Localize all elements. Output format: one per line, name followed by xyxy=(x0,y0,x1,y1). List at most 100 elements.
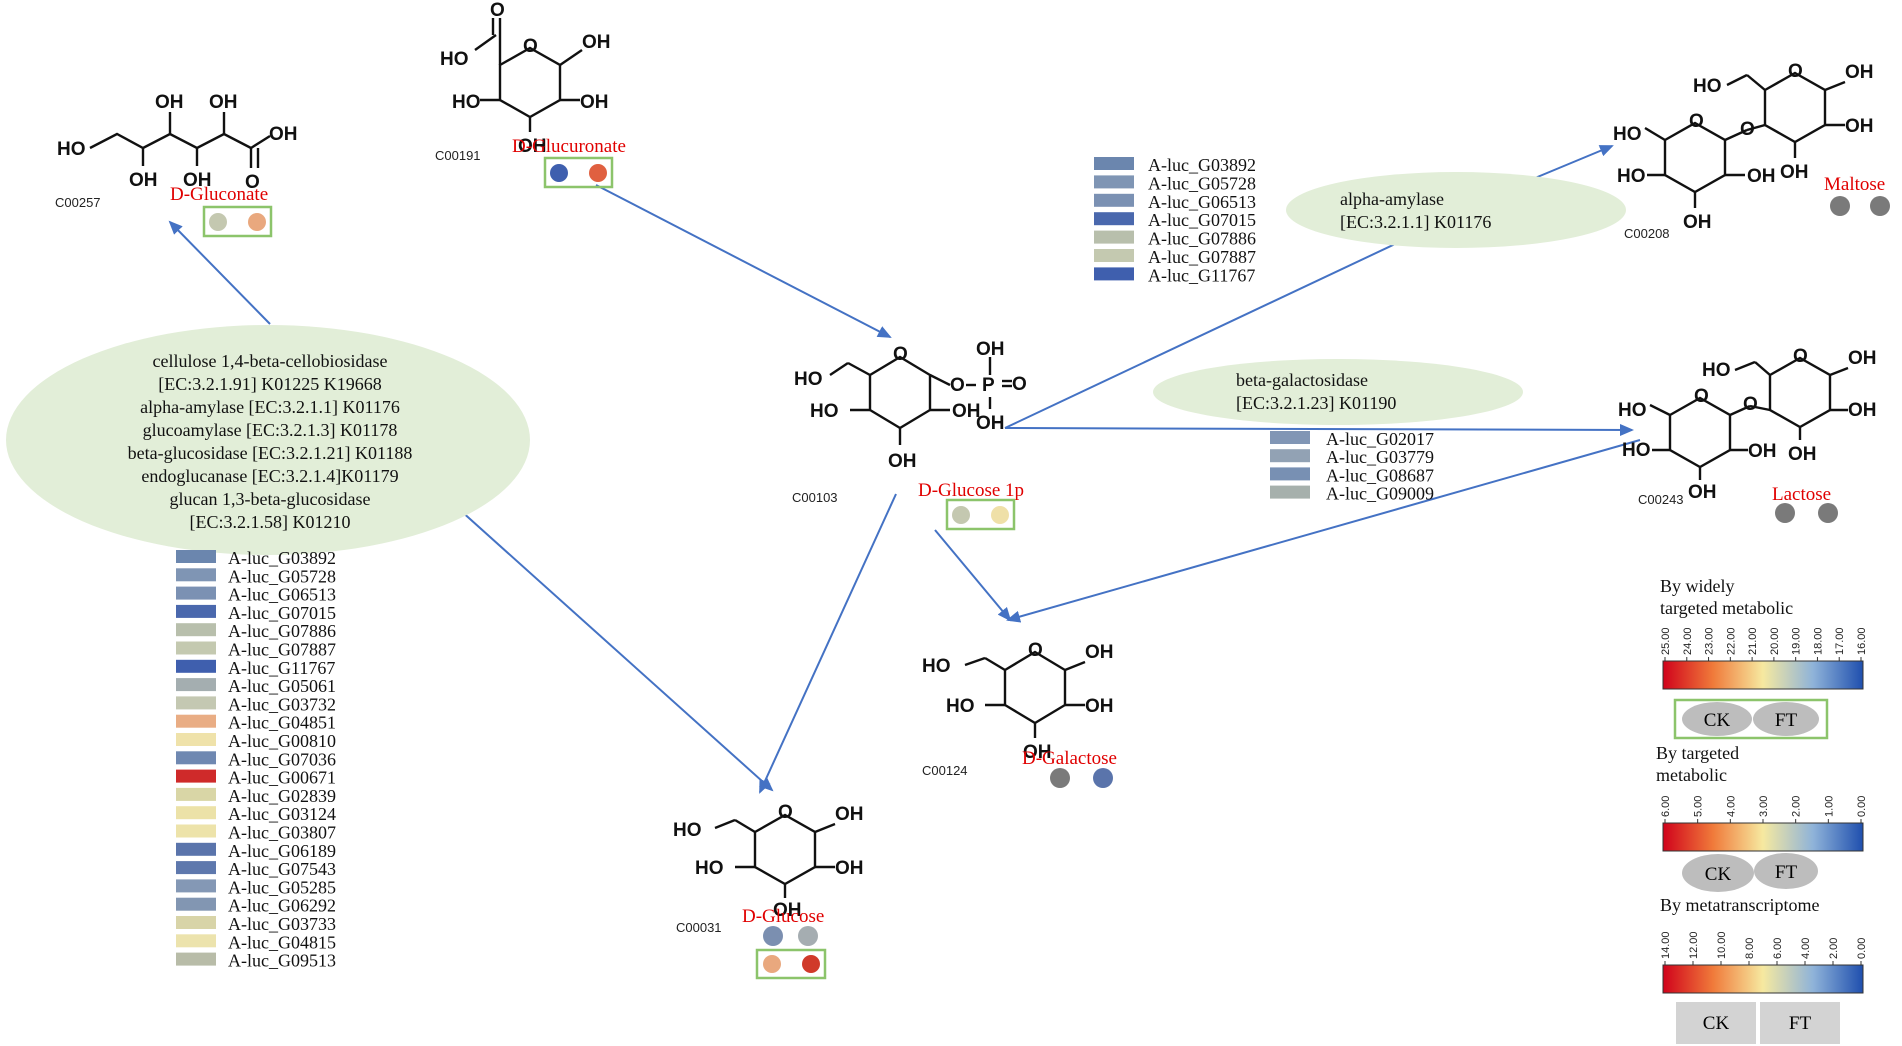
svg-text:OH: OH xyxy=(580,92,609,113)
enzyme-left-line-1: cellulose 1,4-beta-cellobiosidase xyxy=(153,351,388,371)
svg-text:OH: OH xyxy=(835,858,864,879)
gene-swatch xyxy=(1270,467,1310,481)
svg-text:OH: OH xyxy=(1848,400,1877,421)
maltose-structure: HO O O HO O OH OH OH OH OH HO xyxy=(1613,61,1874,233)
legend-tick: 10.00 xyxy=(1716,931,1728,959)
glucose-dot-bottom-ft xyxy=(802,955,820,973)
legend-meta-ck: CK xyxy=(1703,1013,1730,1034)
gene-label: A-luc_G07887 xyxy=(228,640,336,660)
gene-swatch xyxy=(176,842,216,856)
gene-label: A-luc_G05285 xyxy=(228,877,336,897)
gene-swatch xyxy=(1270,485,1310,499)
gene-list-left: A-luc_G03892A-luc_G05728A-luc_G06513A-lu… xyxy=(176,548,336,971)
gene-swatch xyxy=(176,659,216,673)
arrow-glucuronate-to-glucose1p xyxy=(595,184,892,338)
galactose-dot-ft xyxy=(1093,768,1113,788)
glucose-dot-top-ft xyxy=(798,926,818,946)
maltose-id: C00208 xyxy=(1624,226,1670,241)
svg-text:HO: HO xyxy=(673,820,702,841)
gene-label: A-luc_G08687 xyxy=(1326,465,1434,485)
gene-swatch xyxy=(1094,249,1134,262)
gene-label: A-luc_G03892 xyxy=(228,548,336,568)
arrow-glucose1p-to-lactose xyxy=(1004,423,1634,436)
gene-swatch xyxy=(176,604,216,618)
glucose-dots xyxy=(755,926,827,980)
legend-wide-title-1: By widely xyxy=(1660,576,1735,596)
enzyme-amylase-line-1: alpha-amylase xyxy=(1340,189,1444,209)
gene-label: A-luc_G07886 xyxy=(228,621,336,641)
enzyme-left-line-5: beta-glucosidase [EC:3.2.1.21] K01188 xyxy=(128,443,413,463)
glucuronate-dot-box xyxy=(543,156,614,189)
enzyme-amylase-line-2: [EC:3.2.1.1] K01176 xyxy=(1340,212,1491,232)
arrow-to-gluconate xyxy=(168,220,271,325)
gene-label: A-luc_G06292 xyxy=(228,896,336,916)
gene-swatch xyxy=(176,714,216,728)
glucose-id: C00031 xyxy=(676,920,722,935)
glucose1p-dot-ck xyxy=(952,506,970,524)
gene-swatch xyxy=(176,568,216,582)
svg-text:HO: HO xyxy=(1617,166,1646,187)
gene-label: A-luc_G02017 xyxy=(1326,429,1434,449)
svg-text:HO: HO xyxy=(922,656,951,677)
legend-tick: 3.00 xyxy=(1758,796,1770,817)
galactose-dot-ck xyxy=(1050,768,1070,788)
legend-wide-box xyxy=(1673,698,1829,740)
enzyme-left-line-8: [EC:3.2.1.58] K01210 xyxy=(190,512,351,532)
svg-text:OH: OH xyxy=(976,339,1005,360)
gene-label: A-luc_G05728 xyxy=(228,566,336,586)
svg-text:OH: OH xyxy=(1848,348,1877,369)
legend-tick: 19.00 xyxy=(1791,627,1803,655)
gene-swatch xyxy=(176,641,216,655)
gene-swatch xyxy=(1094,212,1134,226)
maltose-dot-ck xyxy=(1830,196,1850,216)
arrow-glucose1p-to-glucose xyxy=(759,493,897,794)
legend-tick: 22.00 xyxy=(1725,627,1737,655)
svg-text:O: O xyxy=(950,375,965,396)
legend-tick: 0.00 xyxy=(1856,938,1868,959)
svg-text:O: O xyxy=(1012,374,1027,395)
gene-label: A-luc_G02839 xyxy=(228,786,336,806)
svg-text:HO: HO xyxy=(794,369,823,390)
gene-swatch xyxy=(176,678,216,692)
gene-label: A-luc_G05061 xyxy=(228,676,336,696)
gene-label: A-luc_G07887 xyxy=(1148,247,1256,267)
legend-wide-title-2: targeted metabolic xyxy=(1660,598,1793,618)
gene-swatch xyxy=(176,916,216,929)
arrow-glucose1p-to-galactose xyxy=(934,529,1012,622)
gene-label: A-luc_G06513 xyxy=(228,585,336,605)
svg-text:OH: OH xyxy=(1688,482,1717,503)
glucuronate-structure: O HO O OH HO OH OH xyxy=(440,0,611,157)
gene-swatch xyxy=(176,934,216,948)
gene-label: A-luc_G09513 xyxy=(228,951,336,971)
lactose-dot-ft xyxy=(1818,503,1838,523)
legend-wide-ck-oval xyxy=(1682,702,1752,736)
gene-label: A-luc_G04815 xyxy=(228,932,336,952)
enzyme-left-line-3: alpha-amylase [EC:3.2.1.1] K01176 xyxy=(140,397,400,417)
glucose1p-dot-box xyxy=(945,498,1016,531)
gene-swatch xyxy=(176,751,216,765)
gene-swatch xyxy=(176,623,216,637)
gluconate-structure: HO OH OH OH OH O OH xyxy=(57,92,298,193)
legend-tick: 23.00 xyxy=(1704,627,1716,655)
legend-targeted-ft-oval xyxy=(1754,853,1818,889)
svg-text:HO: HO xyxy=(452,92,481,113)
gene-swatch xyxy=(176,586,216,600)
legend-tick: 14.00 xyxy=(1660,931,1672,959)
svg-text:OH: OH xyxy=(888,451,917,472)
svg-text:OH: OH xyxy=(1788,444,1817,465)
svg-text:OH: OH xyxy=(155,92,184,113)
svg-text:O: O xyxy=(778,802,793,823)
gene-label: A-luc_G07543 xyxy=(228,859,336,879)
galactose-structure: HO O OH HO OH OH xyxy=(922,640,1114,763)
glucose1p-dot-ft xyxy=(991,506,1009,524)
gene-label: A-luc_G03733 xyxy=(228,914,336,934)
gene-swatch xyxy=(176,879,216,893)
legend-tick: 20.00 xyxy=(1769,627,1781,655)
svg-text:HO: HO xyxy=(1702,360,1731,381)
legend-wide-ft-oval xyxy=(1753,702,1819,736)
enzyme-left-line-7: glucan 1,3-beta-glucosidase xyxy=(170,489,371,509)
svg-text:P: P xyxy=(982,375,995,396)
svg-text:OH: OH xyxy=(1780,162,1809,183)
